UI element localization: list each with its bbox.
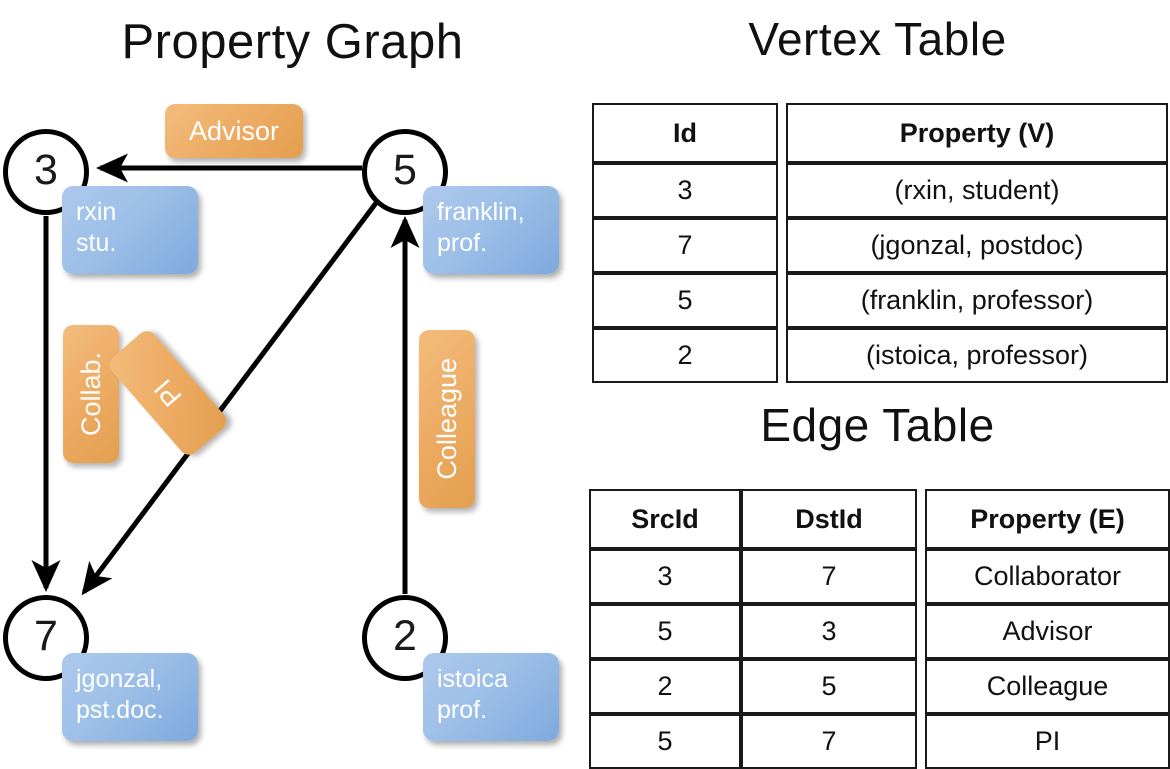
edge-table-cell-dstid: 3 [741, 604, 917, 659]
edge-table-column-gap [917, 659, 925, 714]
edge-table-header-dstid: DstId [741, 489, 917, 549]
table-row[interactable]: 7 (jgonzal, postdoc) [592, 218, 1168, 273]
edge-table-cell-property: Collaborator [925, 549, 1170, 604]
edge-line-5-to-7 [81, 201, 378, 596]
edge-table-cell-dstid: 5 [741, 659, 917, 714]
table-row[interactable]: 5 (franklin, professor) [592, 273, 1168, 328]
graph-node-2-property-line1: istoica [437, 665, 508, 693]
table-row[interactable]: 5 3 Advisor [589, 604, 1170, 659]
edge-label-collab-text: Collab. [75, 351, 106, 437]
edge-table-cell-dstid: 7 [741, 714, 917, 769]
property-graph-diagram: 3 5 7 2 rxin stu. franklin, prof. jgonza… [0, 0, 585, 760]
page-title-vertex-table: Vertex Table [748, 13, 1007, 65]
vertex-table-cell-id: 7 [592, 218, 778, 273]
edge-table: SrcId DstId Property (E) 3 7 Collaborato… [589, 489, 1170, 769]
graph-node-7-property-box: jgonzal, pst.doc. [62, 653, 198, 741]
graph-node-5[interactable]: 5 [362, 129, 448, 215]
vertex-table-column-gap [778, 273, 786, 328]
edge-table-cell-property: PI [925, 714, 1170, 769]
vertex-table-header-id: Id [592, 103, 778, 163]
table-row[interactable]: 2 (istoica, professor) [592, 328, 1168, 383]
table-row[interactable]: 3 7 Collaborator [589, 549, 1170, 604]
vertex-table-column-gap [778, 218, 786, 273]
edge-table-column-gap [917, 604, 925, 659]
edge-table-header-srcid: SrcId [589, 489, 741, 549]
edge-table-cell-dstid: 7 [741, 549, 917, 604]
edge-label-advisor: Advisor [165, 104, 303, 158]
edge-label-advisor-text: Advisor [188, 115, 280, 146]
graph-node-7-property-line1: jgonzal, [76, 665, 163, 693]
vertex-table-cell-property: (istoica, professor) [786, 328, 1168, 383]
vertex-table-cell-id: 5 [592, 273, 778, 328]
vertex-table-column-gap [778, 163, 786, 218]
graph-node-3-property-line1: rxin [76, 198, 117, 226]
table-row[interactable]: 2 5 Colleague [589, 659, 1170, 714]
vertex-table-cell-property: (rxin, student) [786, 163, 1168, 218]
vertex-table-column-gap [778, 103, 786, 163]
graph-edge-lines [31, 153, 420, 596]
graph-node-5-label: 5 [393, 145, 417, 194]
edge-label-colleague-text: Colleague [431, 358, 462, 480]
graph-node-5-property-box: franklin, prof. [423, 186, 559, 274]
vertex-table-header-property: Property (V) [786, 103, 1168, 163]
table-row[interactable]: 5 7 PI [589, 714, 1170, 769]
edge-label-pi-text: PI [147, 373, 188, 413]
edge-table-header-property: Property (E) [925, 489, 1170, 549]
edge-table-cell-property: Colleague [925, 659, 1170, 714]
edge-table-column-gap [917, 714, 925, 769]
edge-table-cell-srcid: 2 [589, 659, 741, 714]
graph-node-2-property-line2: prof. [437, 695, 488, 724]
edge-label-colleague: Colleague [419, 330, 475, 508]
vertex-table-cell-property: (franklin, professor) [786, 273, 1168, 328]
graph-node-7-property-line2: pst.doc. [76, 695, 164, 724]
edge-table-cell-property: Advisor [925, 604, 1170, 659]
edge-table-cell-srcid: 5 [589, 604, 741, 659]
edge-table-column-gap [917, 549, 925, 604]
page-title-edge-table: Edge Table [760, 399, 995, 451]
graph-node-3-property-line2: stu. [76, 228, 117, 257]
vertex-table-header-row: Id Property (V) [592, 103, 1168, 163]
vertex-table-column-gap [778, 328, 786, 383]
vertex-table: Id Property (V) 3 (rxin, student) 7 (jgo… [592, 103, 1168, 383]
page-title-property-graph: Property Graph [121, 15, 464, 69]
graph-node-3-property-box: rxin stu. [62, 186, 198, 274]
graph-node-7-label: 7 [34, 611, 58, 660]
graph-node-2-label: 2 [393, 611, 417, 660]
vertex-table-cell-id: 2 [592, 328, 778, 383]
edge-table-header-row: SrcId DstId Property (E) [589, 489, 1170, 549]
graph-node-2[interactable]: 2 [362, 595, 448, 681]
graph-node-5-property-line1: franklin, [437, 198, 525, 226]
edge-table-cell-srcid: 3 [589, 549, 741, 604]
vertex-table-cell-id: 3 [592, 163, 778, 218]
edge-table-column-gap [917, 489, 925, 549]
edge-label-collab: Collab. [63, 325, 119, 463]
table-row[interactable]: 3 (rxin, student) [592, 163, 1168, 218]
edge-table-cell-srcid: 5 [589, 714, 741, 769]
graph-node-2-property-box: istoica prof. [423, 653, 559, 741]
graph-node-5-property-line2: prof. [437, 228, 488, 257]
graph-node-3-label: 3 [34, 145, 58, 194]
vertex-table-cell-property: (jgonzal, postdoc) [786, 218, 1168, 273]
